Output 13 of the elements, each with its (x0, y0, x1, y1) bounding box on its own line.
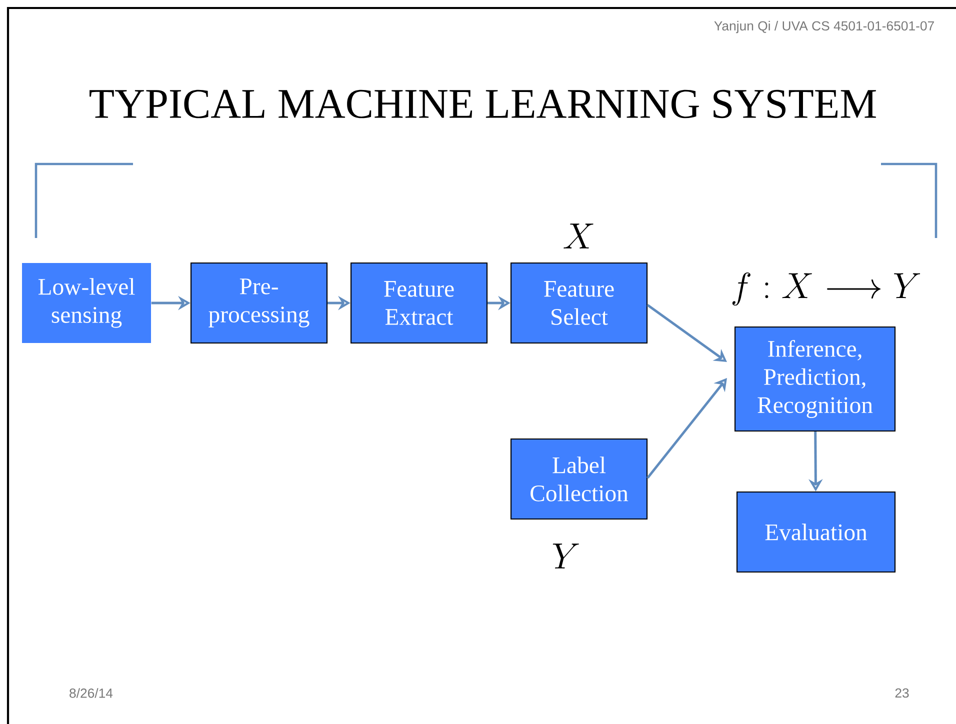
process-box: Feature Select (510, 262, 648, 344)
process-box: Label Collection (510, 438, 648, 520)
slide-text: Yanjun Qi / UVA CS 4501-01-6501-07 (714, 20, 934, 34)
math-label: $Y$ (552, 544, 579, 568)
math-label: $f : X \longrightarrow Y$ (732, 272, 920, 306)
slide-text: 8/26/14 (70, 688, 113, 698)
process-box: Pre-processing (190, 262, 328, 344)
process-box: Inference, Prediction, Recognition (734, 326, 896, 432)
process-box: Low-level sensing (22, 263, 151, 343)
process-box: Evaluation (736, 491, 896, 573)
process-box: Feature Extract (350, 262, 488, 344)
title: TYPICAL MACHINE LEARNING SYSTEM (90, 90, 876, 118)
slide-text: 23 (895, 688, 909, 698)
